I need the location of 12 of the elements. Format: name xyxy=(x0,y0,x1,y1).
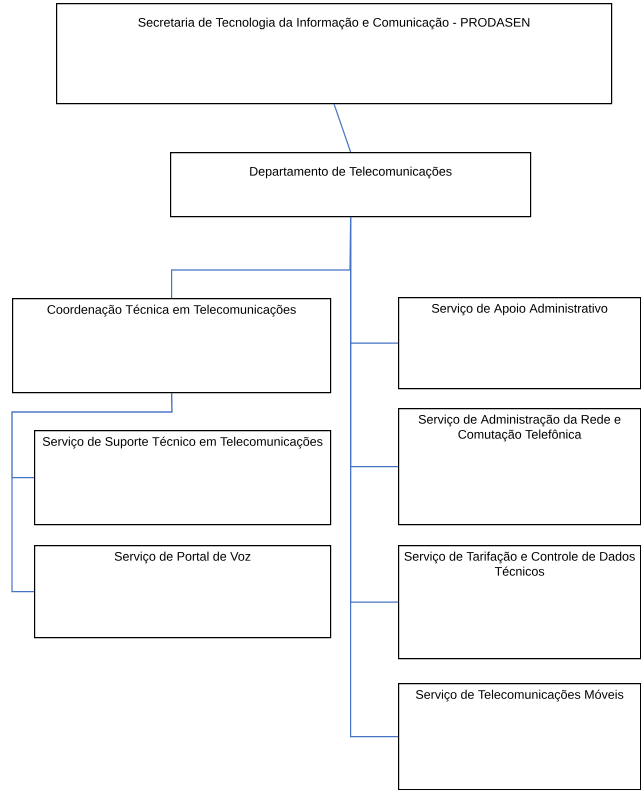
connector-line xyxy=(350,217,398,738)
org-box: Serviço de Suporte Técnico em Telecomunicações xyxy=(34,430,332,526)
org-box: Secretaria de Tecnologia da Informação e Comunicação - PRODASEN xyxy=(56,3,612,104)
org-box: Serviço de Portal de Voz xyxy=(34,545,332,638)
org-box: Serviço de Administração da Rede e Comutação Telefônica xyxy=(398,408,641,526)
org-box: Serviço de Tarifação e Controle de Dados Técnicos xyxy=(398,545,641,660)
org-box: Coordenação Técnica em Telecomunicações xyxy=(12,298,332,394)
connector-line xyxy=(11,393,173,592)
org-box: Serviço de Apoio Administrativo xyxy=(398,297,641,390)
org-box: Departamento de Telecomunicações xyxy=(170,152,532,218)
connector-line xyxy=(334,104,352,152)
org-box: Serviço de Telecomunicações Móveis xyxy=(398,683,641,790)
